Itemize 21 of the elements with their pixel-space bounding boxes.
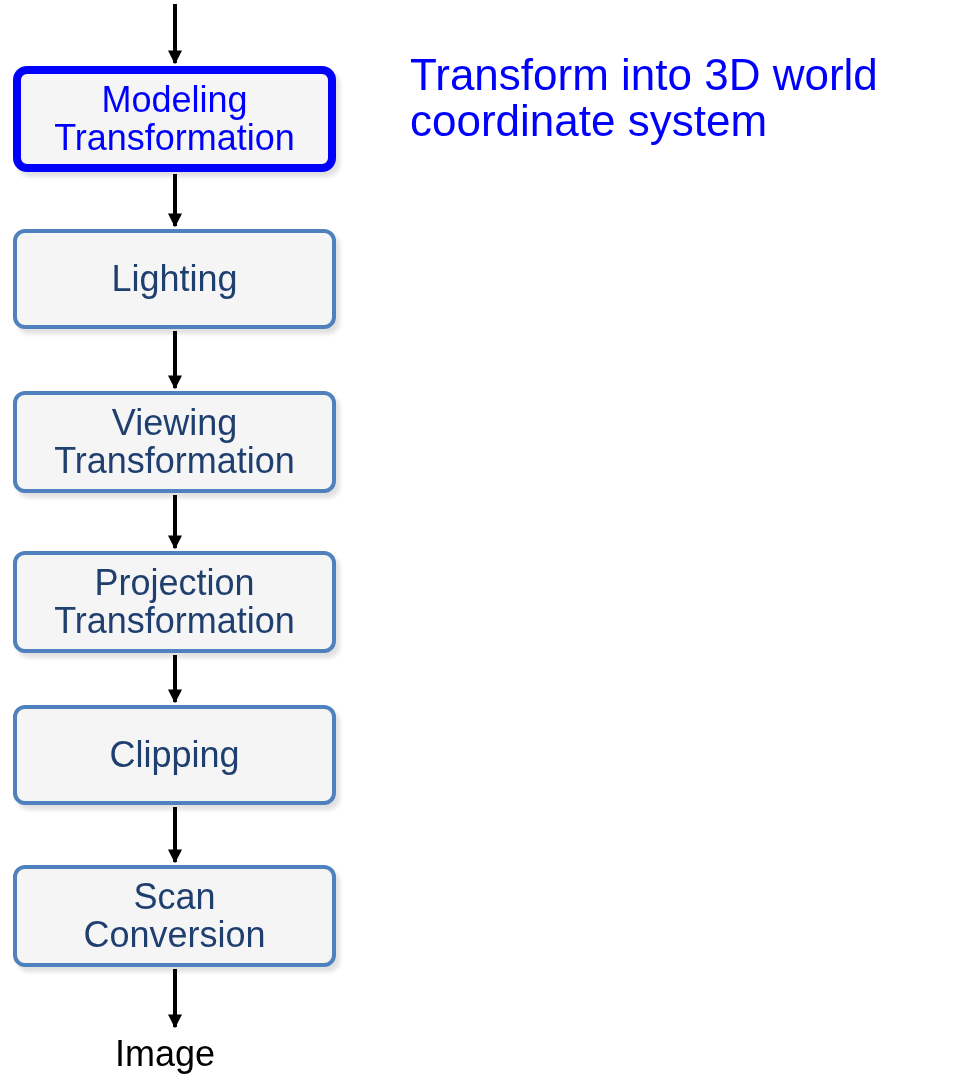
arrow [168,331,182,390]
arrow [168,495,182,550]
process-box [13,705,336,805]
description-text: Transform into 3D world coordinate system [410,52,879,144]
process-box [13,66,336,172]
process-box [13,391,336,493]
arrow [168,807,182,864]
arrow [168,174,182,228]
step-label: Viewing Transformation [53,404,296,480]
output-label: Image [114,1035,216,1073]
step-label: Scan Conversion [82,878,267,954]
step-label: Projection Transformation [53,564,296,640]
process-box [13,865,336,967]
process-box [13,229,336,329]
arrow [168,4,182,65]
step-label: Lighting [111,260,238,298]
step-label: Clipping [109,736,240,774]
step-label: Modeling Transformation [53,81,296,157]
arrow [168,969,182,1029]
arrow [168,655,182,704]
process-box [13,551,336,653]
